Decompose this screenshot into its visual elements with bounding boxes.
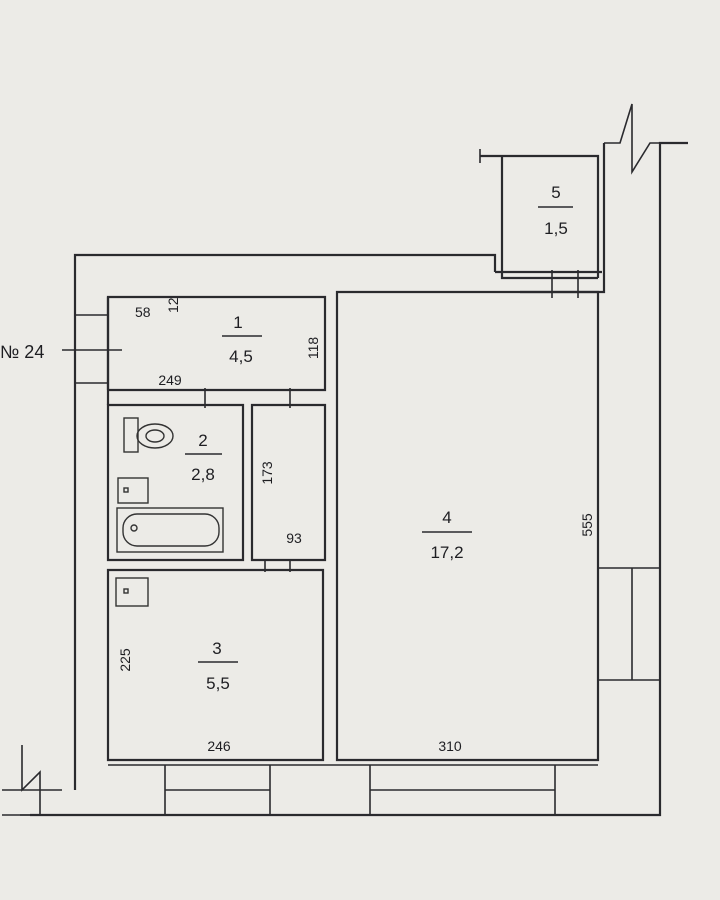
room-4-label: 4 17,2 [422,508,472,562]
toilet-bowl-icon [136,423,174,449]
apartment-label: № 24 [0,342,44,362]
room-1-area: 4,5 [229,347,253,366]
room-4-number: 4 [442,508,451,527]
room-1-label: 1 4,5 [222,313,262,366]
room-3-label: 3 5,5 [198,639,238,693]
dim-hall-width: 249 [158,372,182,388]
dimensions: 58 12 118 249 173 93 225 246 555 310 [117,297,595,754]
room-2-number: 2 [198,431,207,450]
room-5-label: 5 1,5 [538,183,573,238]
room-5-number: 5 [551,183,560,202]
room-5-walls [479,149,600,298]
toilet-tank-icon [123,417,139,453]
room-5-area: 1,5 [544,219,568,238]
outer-walls [2,103,688,817]
room-2-label: 2 2,8 [185,431,222,484]
room-4-area: 17,2 [430,543,463,562]
dim-corridor-height: 173 [259,461,275,485]
dim-hall-tiny: 12 [165,297,181,313]
dim-hall-height: 118 [305,337,321,360]
room-3-number: 3 [212,639,221,658]
dim-living-width: 310 [438,738,462,754]
bathtub-icon [116,507,224,553]
interior-walls [62,290,600,762]
dim-kitchen-width: 246 [207,738,231,754]
sink-icon [117,477,149,504]
dim-corridor-width: 93 [286,530,302,546]
room-3-area: 5,5 [206,674,230,693]
bathroom-fixtures [116,417,224,553]
dim-kitchen-height: 225 [117,648,133,672]
windows [108,567,660,815]
room-1-number: 1 [233,313,242,332]
kitchen-sink-icon [115,577,149,607]
kitchen-fixtures [115,577,149,607]
dim-hall-small: 58 [135,304,151,320]
room-2-area: 2,8 [191,465,215,484]
dim-living-height: 555 [579,513,595,537]
